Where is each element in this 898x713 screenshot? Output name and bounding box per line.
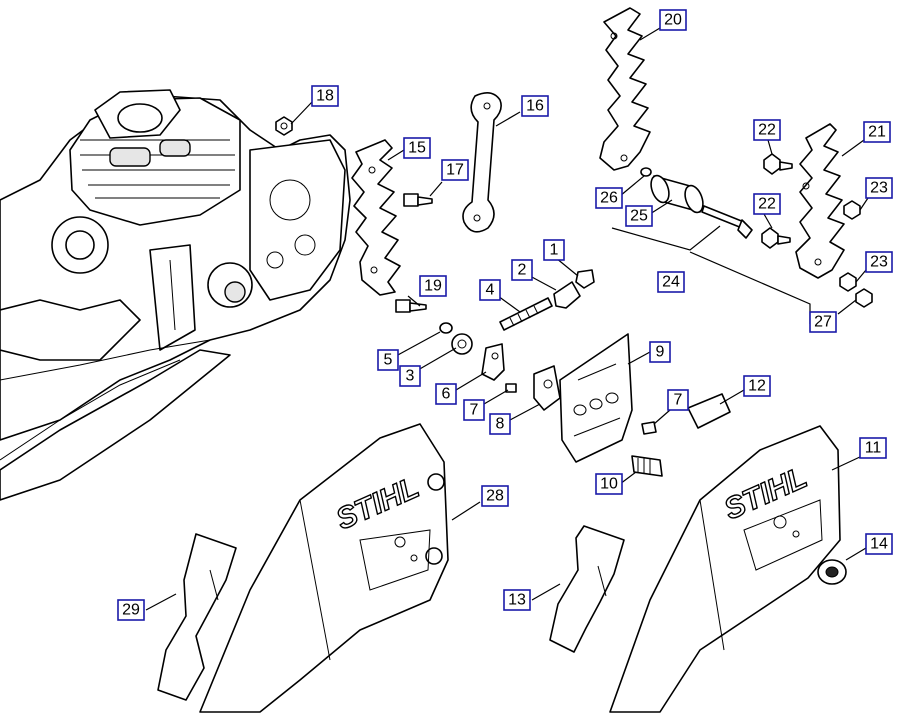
nut-27 [855,288,873,308]
callout-label: 17 [446,162,464,179]
callout-label: 27 [814,314,832,331]
bumper-spike-21 [795,123,845,279]
callout-label: 14 [870,536,888,553]
slider-12 [687,393,731,429]
callout-23-bottom: 23 [865,251,893,273]
screw-17 [403,193,433,207]
callout-label: 6 [442,386,451,403]
callout-12: 12 [743,375,771,397]
callout-6: 6 [435,383,457,405]
callout-label: 23 [870,180,888,197]
callout-label: 26 [600,190,618,207]
callout-4: 4 [479,279,501,301]
callout-label: 1 [550,242,559,259]
chain-catcher-13 [549,525,625,653]
callout-3: 3 [399,365,421,387]
callout-label: 7 [674,392,683,409]
callout-25: 25 [625,205,653,227]
washer-26 [640,167,652,177]
clip-1 [575,269,595,289]
sprocket-cover-28 [199,423,449,713]
callout-label: 22 [758,122,776,139]
callout-18: 18 [311,85,339,107]
callout-label: 12 [748,378,766,395]
callout-8: 8 [489,413,511,435]
callout-10: 10 [595,473,623,495]
callout-13: 13 [503,589,531,611]
callout-16: 16 [521,95,549,117]
callout-label: 15 [408,140,426,157]
callout-label: 28 [486,488,504,505]
callout-28: 28 [481,485,509,507]
bracket-2 [553,281,581,309]
bumper-spike-20 [599,7,651,171]
callout-label: 7 [470,402,479,419]
callout-label: 11 [865,440,882,457]
callout-11: 11 [859,437,887,459]
callout-7-right: 7 [667,389,689,411]
callout-7-left: 7 [463,399,485,421]
screw-22-top [763,153,793,175]
callout-26: 26 [595,187,623,209]
callout-1: 1 [543,239,565,261]
washer-5 [439,322,453,334]
plate-6 [481,343,505,381]
callout-label: 19 [424,278,442,295]
callout-label: 10 [600,476,618,493]
callout-19: 19 [419,275,447,297]
plate-9 [559,333,633,463]
callout-24: 24 [657,271,685,293]
callout-14: 14 [865,533,893,555]
callout-27: 27 [809,311,837,333]
callout-label: 9 [656,344,665,361]
callout-15: 15 [403,137,431,159]
nut-14 [817,559,847,585]
screw-7-left [505,383,517,393]
callout-label: 4 [486,282,495,299]
tensioner-screw-4 [499,297,553,331]
plate-16 [462,92,502,233]
callout-label: 13 [508,592,526,609]
bumper-spike-15 [351,139,401,296]
callout-17: 17 [441,159,469,181]
callout-label: 29 [122,602,140,619]
callout-label: 22 [758,196,776,213]
callout-label: 24 [662,274,680,291]
callout-9: 9 [649,341,671,363]
screw-22-bottom [761,227,791,249]
gear-3 [451,333,473,355]
callout-label: 20 [664,12,682,29]
callout-label: 23 [870,254,888,271]
callout-29: 29 [117,599,145,621]
nut-23-bottom [839,272,857,292]
callout-label: 2 [518,262,527,279]
sprocket-cover-11 [609,425,841,713]
nut-18 [275,116,293,136]
callout-label: 8 [496,416,505,433]
callout-label: 18 [316,88,334,105]
stud-10 [631,455,663,477]
chain-catcher-29 [157,533,237,701]
callout-21: 21 [863,121,891,143]
callout-label: 25 [630,208,648,225]
callout-label: 16 [526,98,544,115]
screw-7-right [641,421,657,435]
nut-23-top [843,200,861,220]
engine-housing [0,89,351,501]
bolt-24 [701,205,745,229]
callout-label: 21 [868,124,886,141]
callout-label: 5 [384,352,393,369]
sleeve-25 [650,174,704,214]
callout-22-top: 22 [753,119,781,141]
screw-19 [395,299,427,313]
callout-20: 20 [659,9,687,31]
callout-2: 2 [511,259,533,281]
callout-5: 5 [377,349,399,371]
callout-22-bottom: 22 [753,193,781,215]
callout-23-top: 23 [865,177,893,199]
callout-label: 3 [406,368,415,385]
